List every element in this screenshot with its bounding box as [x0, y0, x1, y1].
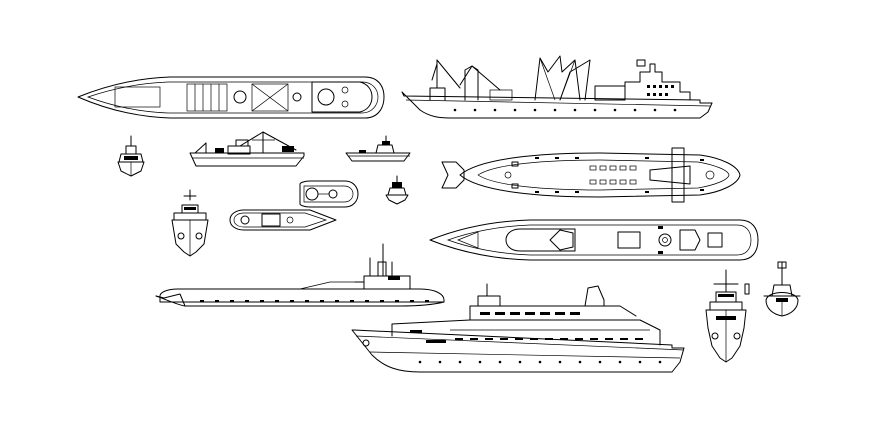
speedboat-plan-view [299, 180, 359, 208]
small-boat-front-view [117, 135, 145, 177]
warship-front-view [705, 269, 750, 363]
cruise-liner-plan-view [429, 219, 759, 261]
submarine-front-view [763, 261, 801, 317]
buoy-boat-front-view [385, 175, 409, 205]
passenger-ferry-side-view [351, 283, 685, 373]
small-motorboat-side-view [345, 135, 411, 162]
patrol-boat-front-view [171, 189, 209, 257]
cargo-ship-side-view [401, 55, 713, 119]
submarine-side-view [155, 243, 445, 307]
submarine-plan-view [441, 147, 741, 203]
cargo-ship-plan-view [77, 76, 385, 119]
tugboat-plan-view [229, 209, 337, 231]
fishing-trawler-side-view [189, 131, 305, 167]
